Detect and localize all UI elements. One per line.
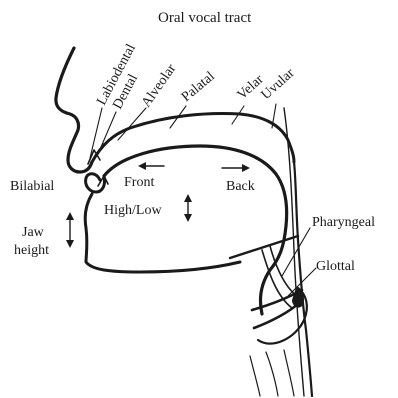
palate-curve	[92, 114, 294, 162]
tongue-outline	[104, 146, 287, 314]
label-bilabial: Bilabial	[10, 179, 54, 194]
back-arrowhead	[242, 164, 250, 172]
low-arrowhead	[184, 214, 192, 222]
label-jaw: Jaw	[22, 225, 45, 240]
label-palatal: Palatal	[179, 69, 218, 105]
label-back: Back	[226, 179, 255, 194]
trachea-lines	[250, 350, 294, 396]
front-arrowhead	[138, 162, 146, 170]
lower-lip	[86, 174, 105, 192]
jaw-up-arrowhead	[66, 212, 74, 220]
diagram-title: Oral vocal tract	[158, 10, 252, 26]
label-high-low: High/Low	[104, 203, 162, 218]
label-height: height	[14, 243, 49, 258]
jaw-down-arrowhead	[66, 240, 74, 248]
pharynx-wall-inner	[284, 108, 304, 396]
label-glottal: Glottal	[316, 259, 355, 274]
label-alveolar: Alveolar	[139, 61, 180, 110]
nose-outline	[56, 48, 92, 172]
label-velar: Velar	[235, 72, 267, 103]
label-front: Front	[124, 175, 154, 190]
label-pharyngeal: Pharyngeal	[312, 215, 375, 230]
high-arrowhead	[184, 194, 192, 202]
pharynx-wall	[294, 162, 312, 396]
